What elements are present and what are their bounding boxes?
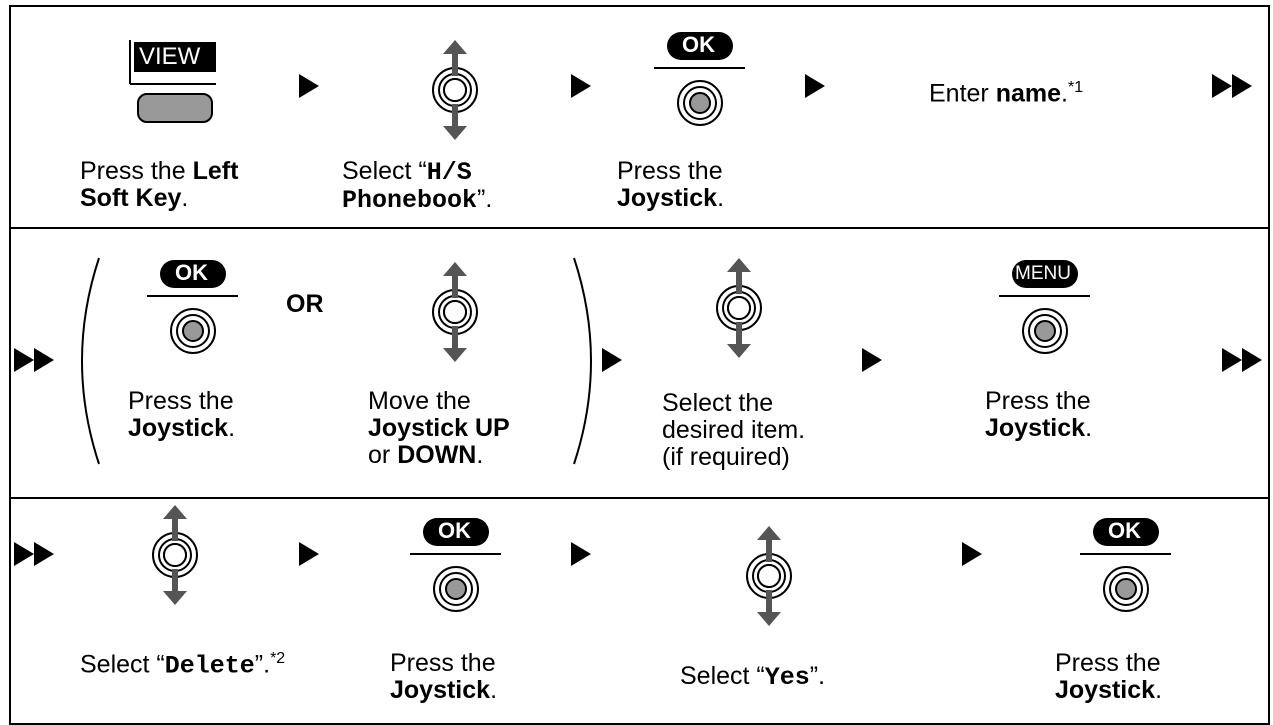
- menu-key-icon: [999, 260, 1090, 354]
- row3-step2-text: Press the Joystick.: [390, 649, 498, 704]
- row1-step4-text: Enter name.*1: [929, 79, 1084, 108]
- joystick-up-down-icon: [152, 504, 198, 606]
- next-arrow-icon: [299, 74, 319, 98]
- ok-key-icon: [654, 32, 745, 126]
- joystick-up-down-icon: [716, 257, 762, 359]
- next-arrow-icon: [602, 348, 622, 372]
- right-parenthesis: [573, 257, 592, 465]
- menu-key-label: MENU: [1015, 263, 1071, 284]
- joystick-up-down-icon: [746, 525, 792, 627]
- row2-step4-text: Press the Joystick.: [985, 387, 1093, 442]
- row-divider-2: [9, 497, 1270, 499]
- next-arrow-icon: [862, 348, 882, 372]
- ok-key-icon: [410, 518, 501, 612]
- view-key-label: VIEW: [139, 43, 201, 70]
- next-arrow-icon: [805, 74, 825, 98]
- ok-key-label: OK: [682, 32, 715, 57]
- next-arrow-icon: [571, 74, 591, 98]
- continue-double-arrow-icon: [14, 348, 54, 372]
- joystick-up-down-icon: [432, 39, 478, 141]
- row2-step1-text: Press the Joystick.: [128, 387, 236, 442]
- next-arrow-icon: [571, 542, 591, 566]
- row-divider-1: [9, 227, 1270, 229]
- row1-step1-text: Press the Left Soft Key.: [80, 157, 239, 212]
- continue-double-arrow-icon: [1222, 348, 1262, 372]
- joystick-up-down-icon: [432, 261, 478, 363]
- continue-double-arrow-icon: [1212, 74, 1252, 98]
- row3-step1-text: Select “Delete”.*2: [80, 650, 286, 681]
- continue-double-arrow-icon: [14, 542, 54, 566]
- ok-key-label: OK: [175, 260, 208, 285]
- row1-step3-text: Press the Joystick.: [617, 157, 725, 212]
- ok-key-icon: [1080, 518, 1171, 612]
- view-soft-key-icon: [129, 40, 216, 123]
- row2-step3-text: Select the desired item. (if required): [662, 389, 806, 471]
- next-arrow-icon: [299, 542, 319, 566]
- ok-key-label: OK: [1108, 518, 1141, 543]
- row3-step3-text: Select “Yes”.: [680, 662, 826, 692]
- next-arrow-icon: [962, 542, 982, 566]
- ok-key-icon: [147, 260, 238, 354]
- row2-step2-text: Move the Joystick UP or DOWN.: [368, 387, 510, 469]
- row3-step4-text: Press the Joystick.: [1055, 649, 1163, 704]
- ok-key-label: OK: [438, 518, 471, 543]
- row1-step2-text: Select “H/S Phonebook”.: [342, 157, 493, 215]
- or-label: OR: [286, 290, 324, 318]
- left-parenthesis: [81, 257, 100, 465]
